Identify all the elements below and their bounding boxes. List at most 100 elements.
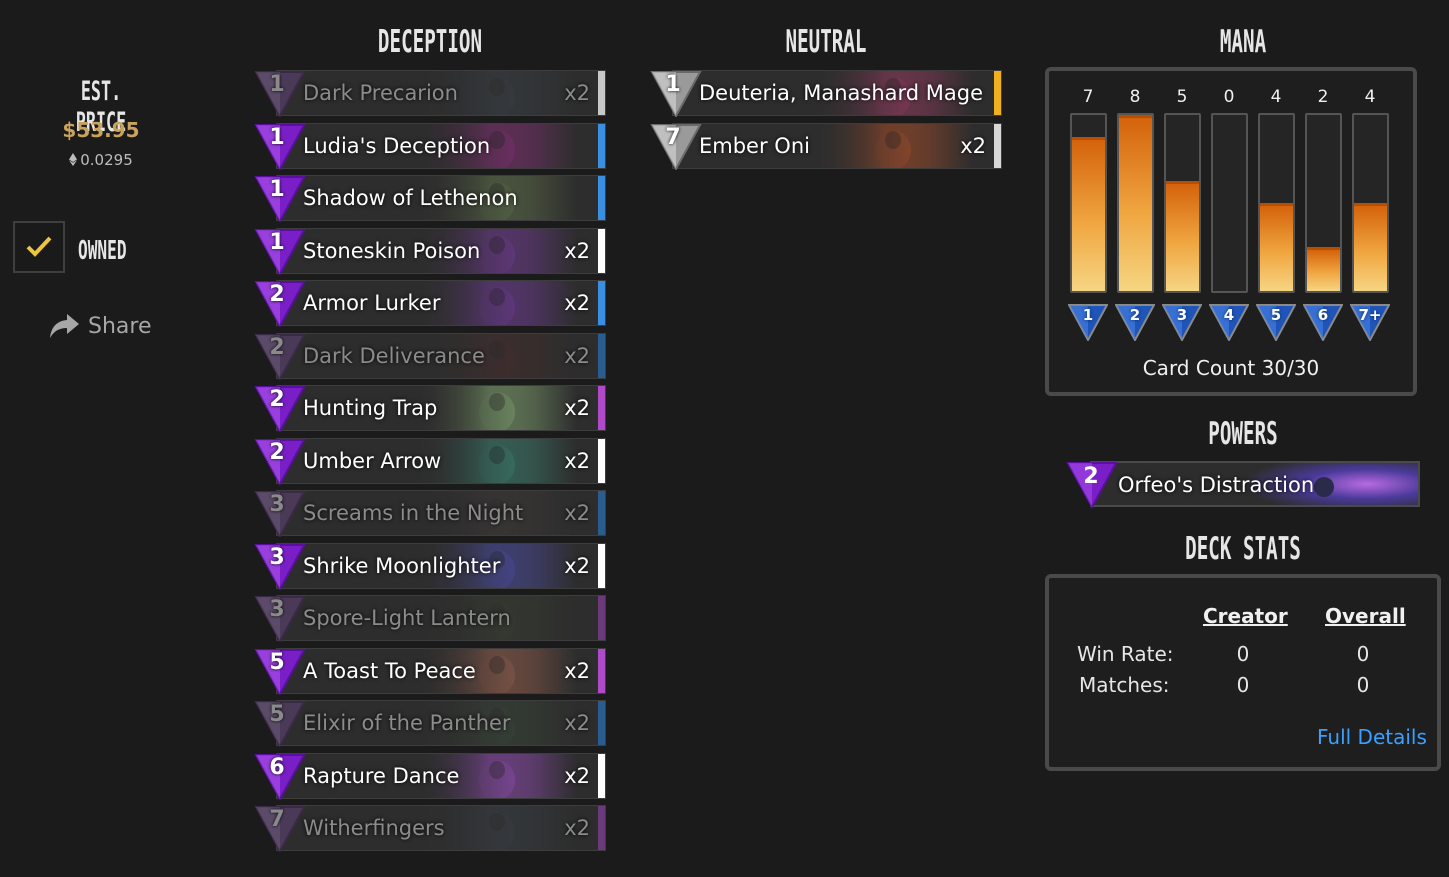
card-rarity-edge	[598, 596, 605, 640]
card-shade	[277, 281, 537, 325]
card-bar: Ember Oni x2	[672, 122, 1002, 169]
mana-bar-fill	[1072, 137, 1105, 291]
card-cost: 1	[269, 229, 285, 255]
owned-checkbox[interactable]	[13, 221, 65, 273]
card-cost: 1	[269, 72, 285, 97]
card-shade	[673, 71, 933, 115]
mana-cost-gem-icon	[254, 491, 306, 537]
card-count: Card Count 30/30	[1142, 356, 1320, 380]
card-shade	[277, 176, 537, 220]
mana-count-2: 8	[1129, 87, 1141, 107]
card-bar: Dark Precarion x2	[276, 70, 606, 116]
card-quantity: x2	[960, 133, 986, 158]
deck-stats-panel: Creator Overall Win Rate: Matches: 0 0 0…	[1045, 574, 1441, 771]
card-bar: Deuteria, Manashard Mage	[672, 70, 1002, 116]
power-art	[1242, 463, 1418, 505]
mana-cost-gem-icon	[254, 543, 306, 590]
mana-cost-gem-icon	[254, 281, 306, 327]
card-quantity: x2	[564, 291, 590, 315]
mana-cost-gem-icon	[650, 123, 702, 170]
card-name: A Toast To Peace	[303, 658, 476, 683]
deck-stats-heading: DECK STATS	[1185, 531, 1301, 567]
deception-heading: DECEPTION	[377, 24, 483, 60]
mana-gem-icon	[1303, 304, 1343, 341]
full-details-link[interactable]: Full Details	[1317, 725, 1427, 749]
card-row-dark-precarion[interactable]: Dark Precarion x2 1	[254, 69, 606, 117]
win-rate-label: Win Rate:	[1077, 642, 1174, 666]
mana-cost-gem-icon	[254, 753, 306, 800]
mana-bar-2	[1117, 113, 1154, 293]
card-name: Shrike Moonlighter	[303, 553, 501, 578]
mana-bar-fill	[1354, 203, 1387, 291]
mana-cost-gem-icon	[254, 806, 306, 852]
stats-col-overall: Overall	[1325, 604, 1406, 628]
card-shade	[277, 491, 537, 535]
power-orfeos-distraction[interactable]: Orfeo's Distraction 2	[1066, 459, 1420, 509]
card-name: Armor Lurker	[303, 291, 441, 315]
card-name: Spore-Light Lantern	[303, 606, 511, 630]
mana-bar-6	[1305, 113, 1342, 293]
est-price-title: EST. PRICE	[75, 76, 127, 138]
matches-creator: 0	[1236, 673, 1250, 697]
card-cost: 5	[269, 702, 285, 727]
card-name: Deuteria, Manashard Mage	[699, 81, 984, 105]
mana-bar-fill	[1119, 115, 1152, 291]
mana-cost-label-3: 3	[1176, 306, 1188, 324]
price-usd: $53.95	[62, 118, 140, 142]
share-button[interactable]: Share	[48, 310, 152, 342]
card-rarity-edge	[598, 491, 605, 535]
card-shade	[277, 228, 537, 273]
card-quantity: x2	[564, 396, 590, 420]
card-cost: 2	[269, 334, 285, 360]
mana-cost-label-4: 4	[1223, 306, 1235, 324]
share-label: Share	[88, 313, 152, 339]
mana-cost-gem-icon	[254, 71, 306, 117]
mana-cost-gem-icon	[254, 386, 306, 432]
card-shade	[277, 806, 537, 850]
mana-cost-label-2: 2	[1129, 306, 1141, 324]
card-rarity-edge	[598, 386, 605, 430]
card-rarity-edge	[598, 806, 605, 850]
card-rarity-edge	[994, 71, 1001, 115]
card-quantity: x2	[564, 711, 590, 735]
mana-cost-gem-icon	[254, 648, 306, 695]
mana-gem-icon	[1256, 304, 1296, 341]
card-shade	[277, 333, 537, 378]
card-name: Ember Oni	[699, 133, 810, 158]
share-icon	[50, 314, 79, 338]
mana-bar-fill	[1260, 203, 1293, 291]
mana-count-1: 7	[1082, 87, 1094, 107]
card-shade	[277, 648, 537, 693]
mana-cost-gem-icon	[254, 596, 306, 642]
mana-bar-7+	[1352, 113, 1389, 293]
mana-bar-3	[1164, 113, 1201, 293]
card-name: Dark Precarion	[303, 81, 458, 105]
mana-bar-fill	[1166, 181, 1199, 291]
card-quantity: x2	[564, 81, 590, 105]
neutral-heading: NEUTRAL	[785, 24, 867, 60]
mana-cost-label-5: 5	[1270, 306, 1282, 324]
mana-count-5: 4	[1270, 87, 1282, 107]
card-rarity-edge	[598, 753, 605, 798]
card-quantity: x2	[564, 658, 590, 683]
